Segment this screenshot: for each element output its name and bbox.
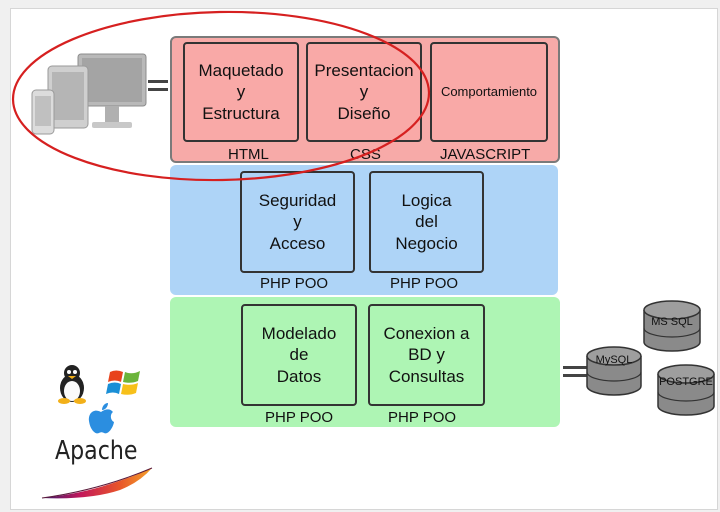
tag-php-poo-modeling: PHP POO: [265, 409, 334, 426]
tag-html: HTML: [228, 146, 269, 163]
database-postgre: POSTGRE: [656, 362, 716, 418]
database-label: MySQL: [595, 354, 633, 366]
apache-feather-icon: [41, 467, 153, 499]
behavior-box: Comportamiento: [430, 42, 548, 142]
windows-icon: [106, 370, 140, 395]
equals-sign-databases: [563, 366, 587, 382]
tag-php-poo-connection: PHP POO: [388, 409, 457, 426]
database-label: MS SQL: [651, 316, 693, 328]
database-icon: [657, 364, 715, 416]
database-icon: [643, 300, 701, 352]
data-layer: [170, 297, 560, 427]
tag-css: CSS: [350, 146, 381, 163]
tag-php-poo-business: PHP POO: [390, 275, 459, 292]
layout-structure-box: Maquetado y Estructura: [183, 42, 299, 142]
devices-icon: [31, 53, 147, 135]
database-mysql: MySQL: [585, 344, 643, 398]
database-label: POSTGRE: [659, 376, 713, 388]
logic-layer: [170, 165, 558, 295]
tag-php-poo-security: PHP POO: [260, 275, 329, 292]
business-logic-box: Logica del Negocio: [369, 171, 484, 273]
apple-icon: [88, 403, 114, 434]
linux-icon: [58, 365, 86, 404]
apache-label: Apache: [55, 436, 138, 466]
data-modeling-box: Modelado de Datos: [241, 304, 357, 406]
tag-javascript: JAVASCRIPT: [440, 146, 531, 163]
database-mssql: MS SQL: [642, 298, 702, 354]
security-access-box: Seguridad y Acceso: [240, 171, 355, 273]
database-icon: [586, 346, 642, 396]
equals-sign-devices: [148, 80, 168, 96]
db-connection-box: Conexion a BD y Consultas: [368, 304, 485, 406]
presentation-design-box: Presentacion y Diseño: [306, 42, 422, 142]
